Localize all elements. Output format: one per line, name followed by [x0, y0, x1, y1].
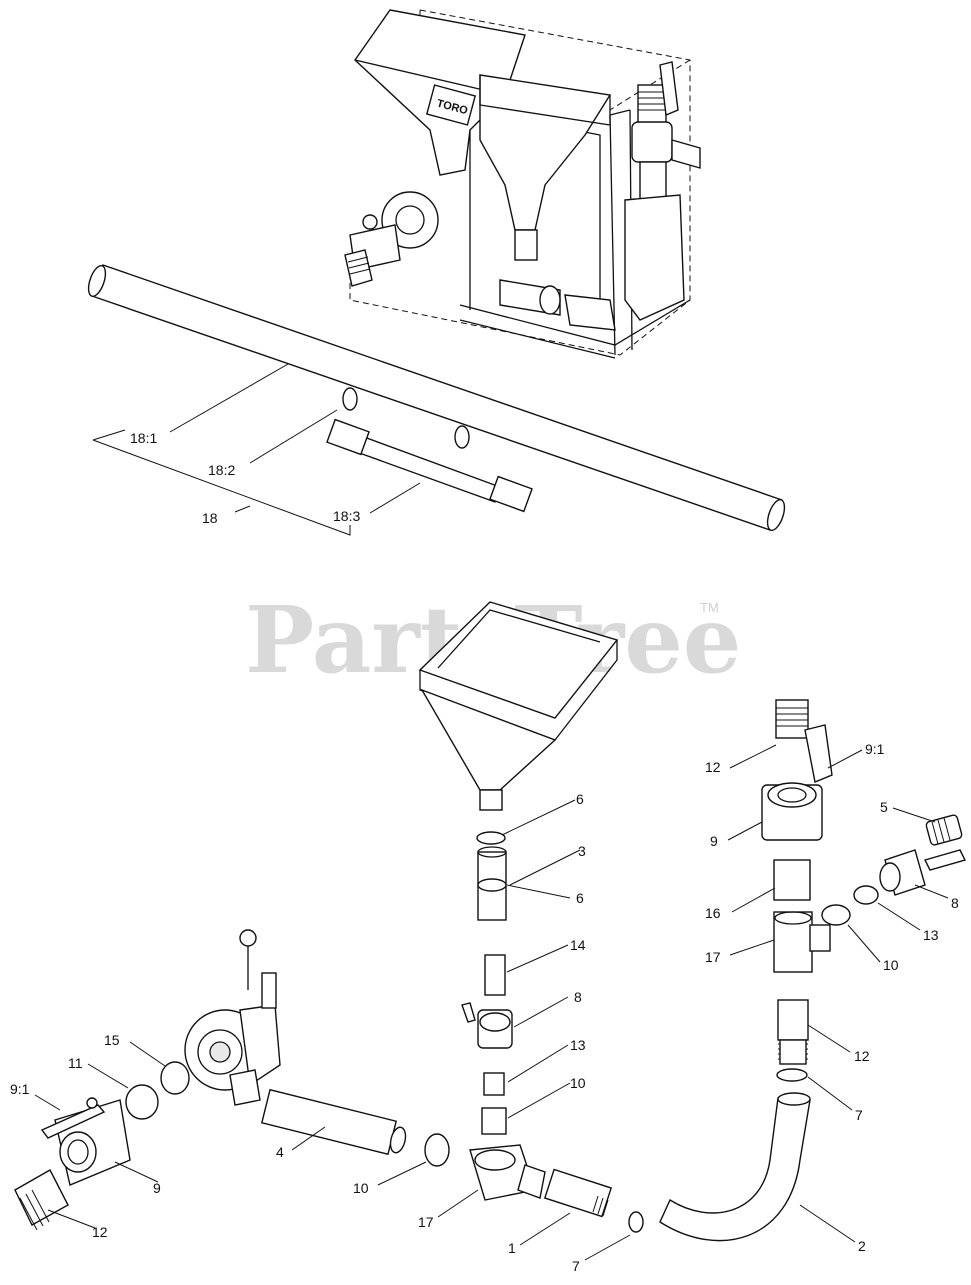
callout-labels: 18:1 18:2 18 18:3 6 3 6 14 8 13 10 12 9:…: [10, 430, 959, 1274]
part-18-1-long-pipe: [87, 264, 786, 531]
part-15-fitting: [160, 1061, 190, 1095]
bracket-18: [92, 429, 351, 536]
callout-4: 4: [276, 1144, 284, 1160]
callout-2: 2: [858, 1238, 866, 1254]
part-2-hose: [659, 1097, 811, 1242]
callout-16: 16: [705, 905, 721, 921]
part-17-tee-right: [773, 911, 831, 973]
callout-18: 18: [202, 510, 218, 526]
part-13-fitting-right: [853, 885, 879, 905]
part-11-fitting: [125, 1084, 159, 1120]
callout-18-3: 18:3: [333, 508, 360, 524]
part-13-fitting-center: [483, 1072, 505, 1096]
leader-lines: [34, 363, 949, 1261]
callout-7-upper: 7: [855, 1107, 863, 1123]
part-8-valve-center: [461, 1002, 513, 1049]
callout-8-right: 8: [951, 895, 959, 911]
callout-10-right: 10: [883, 957, 899, 973]
part-10-adapter-center: [481, 1107, 507, 1135]
part-7-clamp-upper: [776, 1068, 808, 1082]
part-funnel: [418, 601, 619, 811]
callout-13-center: 13: [570, 1037, 586, 1053]
callout-18-2: 18:2: [208, 462, 235, 478]
watermark-trademark: TM: [700, 600, 719, 615]
callout-17-right: 17: [705, 949, 721, 965]
part-17-tee-center: [469, 1144, 546, 1201]
top-assembly: TORO: [344, 9, 701, 359]
part-pump: [184, 929, 281, 1106]
callout-9-right: 9: [710, 833, 718, 849]
part-9-valve-left: [40, 1097, 131, 1186]
part-8-valve-right: [879, 849, 967, 896]
part-9-valve-right: [761, 724, 833, 841]
callout-7-lower: 7: [572, 1258, 580, 1274]
callout-11: 11: [68, 1055, 83, 1071]
callout-17-center: 17: [418, 1214, 434, 1230]
callout-9-1-left: 9:1: [10, 1081, 30, 1097]
part-6-clamp-upper: [476, 831, 506, 845]
callout-12-lower: 12: [854, 1048, 870, 1064]
part-12-nipple-upper: [775, 699, 809, 739]
part-18-3-hose: [326, 418, 533, 513]
callout-5: 5: [880, 799, 888, 815]
callout-18-1: 18:1: [130, 430, 157, 446]
callout-13-right: 13: [923, 927, 939, 943]
callout-9-1-right: 9:1: [865, 741, 885, 757]
part-10-adapter-left: [424, 1133, 450, 1167]
part-10-adapter-right: [821, 904, 851, 926]
part-12-nipple-lower: [777, 999, 809, 1065]
callout-12-left: 12: [92, 1224, 108, 1240]
callout-1: 1: [508, 1240, 516, 1256]
part-1-nipple: [543, 1168, 613, 1218]
callout-10-center: 10: [570, 1075, 586, 1091]
part-18-2-clamps: [342, 387, 470, 449]
callout-12-upper: 12: [705, 759, 721, 775]
callout-8-center: 8: [574, 989, 582, 1005]
part-12-nipple-left: [14, 1169, 69, 1231]
part-6-clamp-lower: [477, 878, 507, 892]
callout-6-lower: 6: [576, 890, 584, 906]
callout-14: 14: [570, 937, 586, 953]
part-7-clamp-lower: [628, 1211, 644, 1233]
part-16-coupler: [773, 859, 811, 901]
part-14-nipple: [484, 954, 506, 996]
callout-3: 3: [578, 843, 586, 859]
callout-15: 15: [104, 1032, 120, 1048]
callout-6-upper: 6: [576, 791, 584, 807]
callout-10-left: 10: [353, 1180, 369, 1196]
part-5-fitting: [925, 814, 963, 846]
callout-9-left: 9: [153, 1180, 161, 1196]
